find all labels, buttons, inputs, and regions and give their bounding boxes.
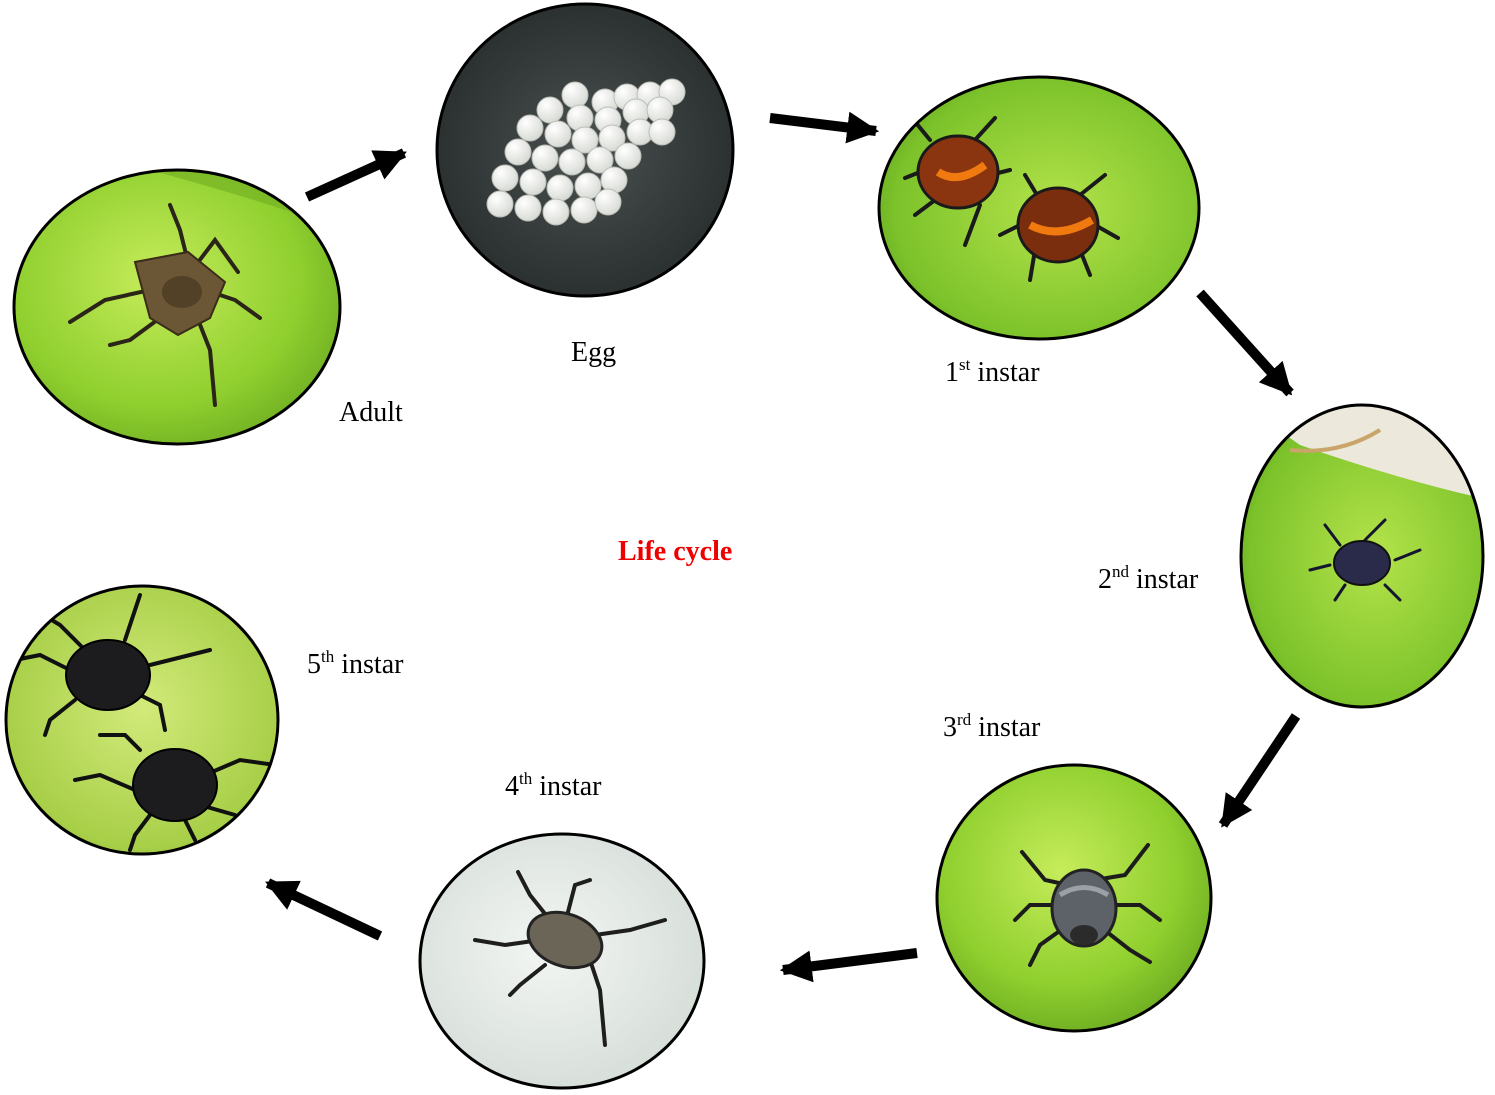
- egg-icon: [492, 165, 518, 191]
- egg-icon: [559, 149, 585, 175]
- egg-photo: [430, 0, 740, 300]
- egg-icon: [517, 115, 543, 141]
- label-instar4: 4th instar: [505, 773, 601, 801]
- label-instar3: 3rd instar: [943, 714, 1040, 742]
- instar4-photo: [415, 830, 710, 1095]
- label-instar5: 5th instar: [307, 651, 403, 679]
- instar1-photo: [875, 75, 1205, 345]
- egg-icon: [562, 82, 588, 108]
- arrow-instar2-to-instar3: [1223, 716, 1296, 825]
- egg-icon: [547, 175, 573, 201]
- arrow-instar3-to-instar4: [783, 953, 917, 970]
- egg-icon: [537, 97, 563, 123]
- egg-icon: [649, 119, 675, 145]
- egg-icon: [615, 143, 641, 169]
- egg-icon: [595, 189, 621, 215]
- egg-icon: [505, 139, 531, 165]
- label-egg: Egg: [571, 339, 616, 367]
- arrow-adult-to-egg: [307, 153, 404, 197]
- instar5-photo: [0, 580, 285, 865]
- egg-icon: [545, 121, 571, 147]
- label-adult: Adult: [339, 399, 403, 427]
- egg-icon: [487, 191, 513, 217]
- egg-icon: [571, 197, 597, 223]
- egg-icon: [532, 145, 558, 171]
- instar2-photo: [1235, 400, 1490, 710]
- label-instar2: 2nd instar: [1098, 566, 1198, 594]
- arrow-instar4-to-instar5: [268, 883, 380, 936]
- egg-icon: [520, 169, 546, 195]
- instar3-photo: [935, 760, 1215, 1035]
- arrow-instar1-to-instar2: [1200, 293, 1290, 393]
- diagram-title: Life cycle: [618, 538, 732, 566]
- arrow-egg-to-instar1: [770, 118, 876, 131]
- adult-photo: [0, 160, 345, 460]
- label-instar1: 1st instar: [945, 359, 1040, 387]
- egg-icon: [567, 105, 593, 131]
- egg-icon: [515, 195, 541, 221]
- egg-icon: [543, 199, 569, 225]
